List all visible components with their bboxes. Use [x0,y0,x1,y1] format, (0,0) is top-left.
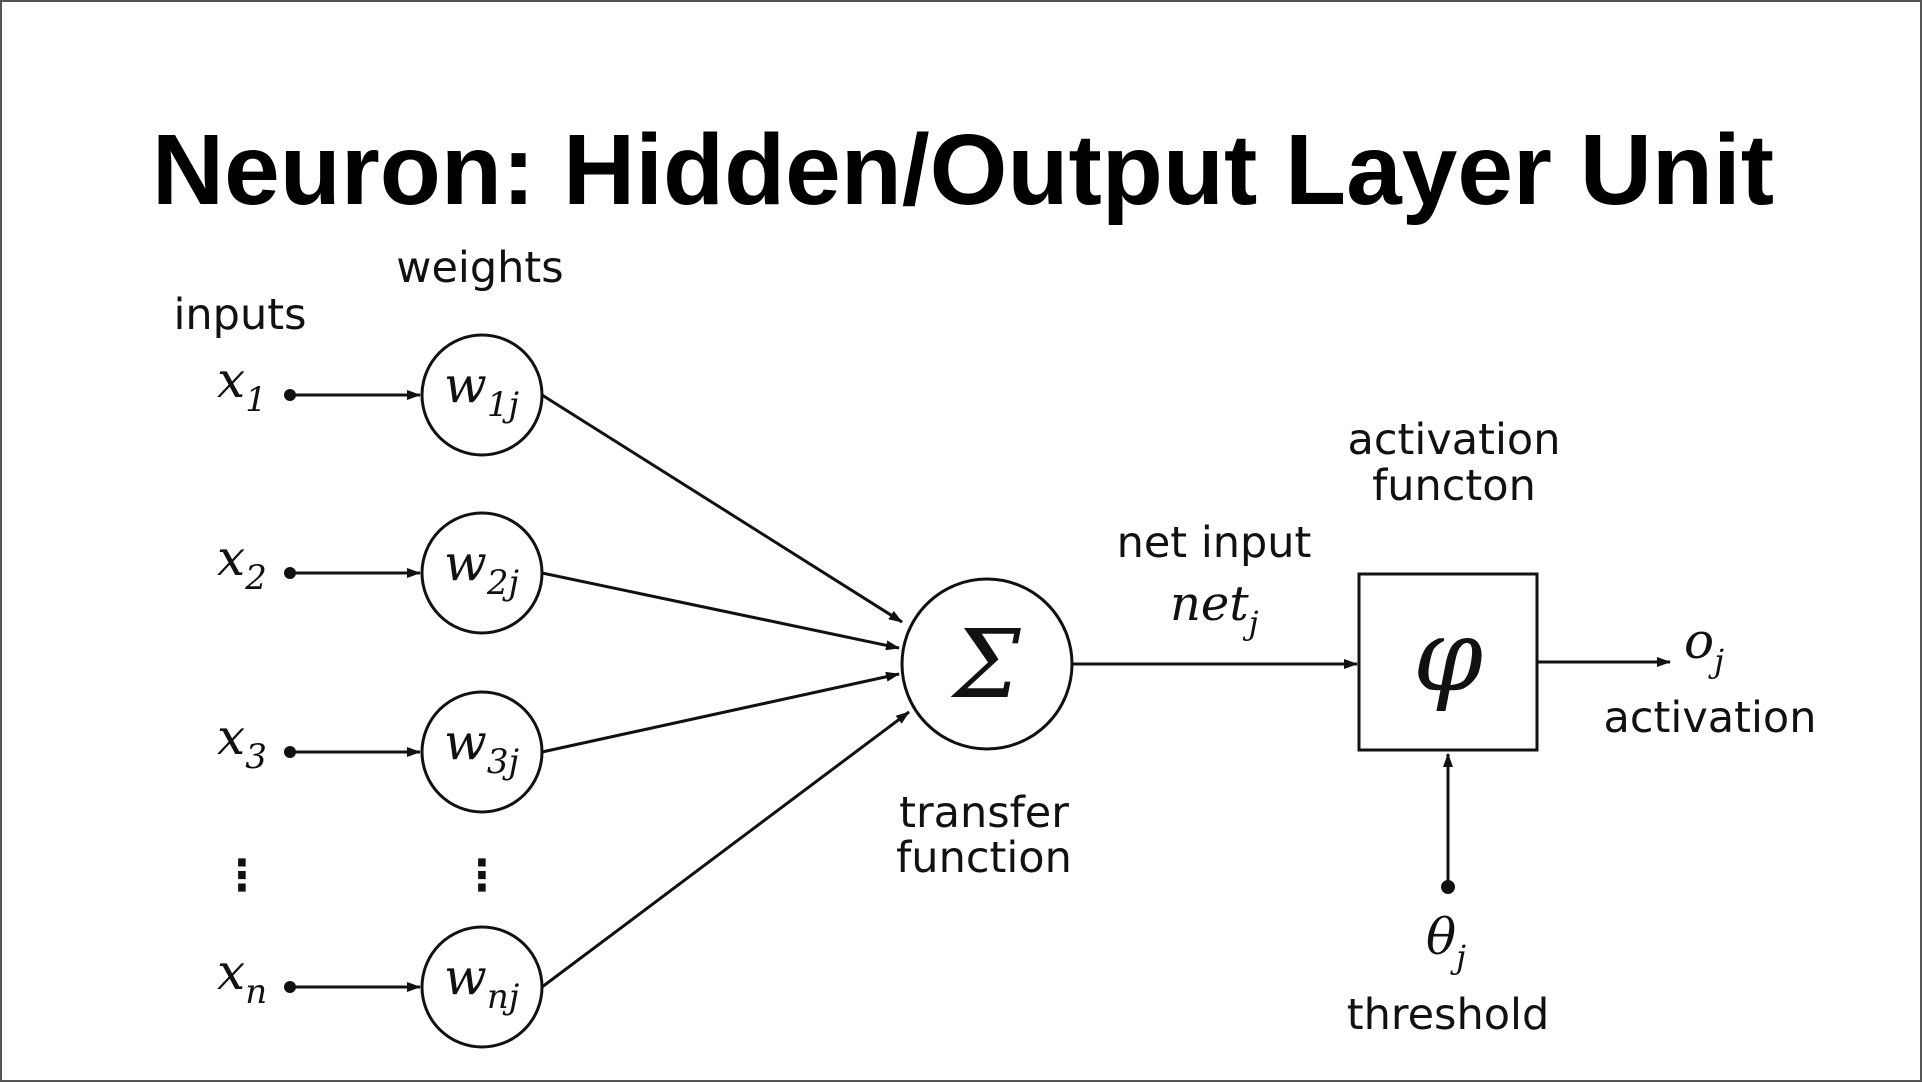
sigma-icon: Σ [950,610,1021,720]
transfer-function-label-line1: transfer [899,788,1069,838]
theta-j-symbol: θj [1426,908,1466,976]
weights-label: weights [396,243,563,293]
input-x3-symbol: x3 [217,708,267,777]
inputs-ellipsis: ⋮ [221,851,264,901]
input-row-3: x3 w3j [217,690,544,814]
weight-w1j-symbol: w1j [444,356,519,425]
weight-w3j-symbol: w3j [444,713,519,782]
slide-title: Neuron: Hidden/Output Layer Unit [151,114,1775,226]
threshold-label: threshold [1347,990,1550,1040]
input-row-n: xn wnj [217,925,544,1049]
inputs-label: inputs [173,290,306,340]
weight-w2j-symbol: w2j [444,534,519,603]
net-input-label: net input [1117,518,1312,568]
net-j-symbol: netj [1170,576,1259,642]
input-row-1: x1 w1j [217,333,544,457]
activation-output-label: activation [1604,693,1817,743]
connection-wnj-to-sum [541,710,910,989]
activation-function-label-line2: functon [1372,461,1536,511]
output-oj-symbol: oj [1684,612,1724,680]
input-row-2: x2 w2j [217,511,544,635]
input-xn-symbol: xn [217,943,267,1012]
phi-icon: φ [1413,597,1483,714]
weights-ellipsis: ⋮ [461,851,504,901]
weight-wnj-symbol: wnj [444,948,520,1017]
connection-w2j-to-sum [541,571,900,651]
connection-w3j-to-sum [541,671,900,754]
connection-w1j-to-sum [541,393,903,624]
transfer-function-label-line2: function [896,833,1072,883]
activation-function-label-line1: activation [1348,415,1561,465]
activation-function-box [1357,572,1539,752]
input-x1-symbol: x1 [217,351,267,420]
input-x2-symbol: x2 [217,529,267,598]
